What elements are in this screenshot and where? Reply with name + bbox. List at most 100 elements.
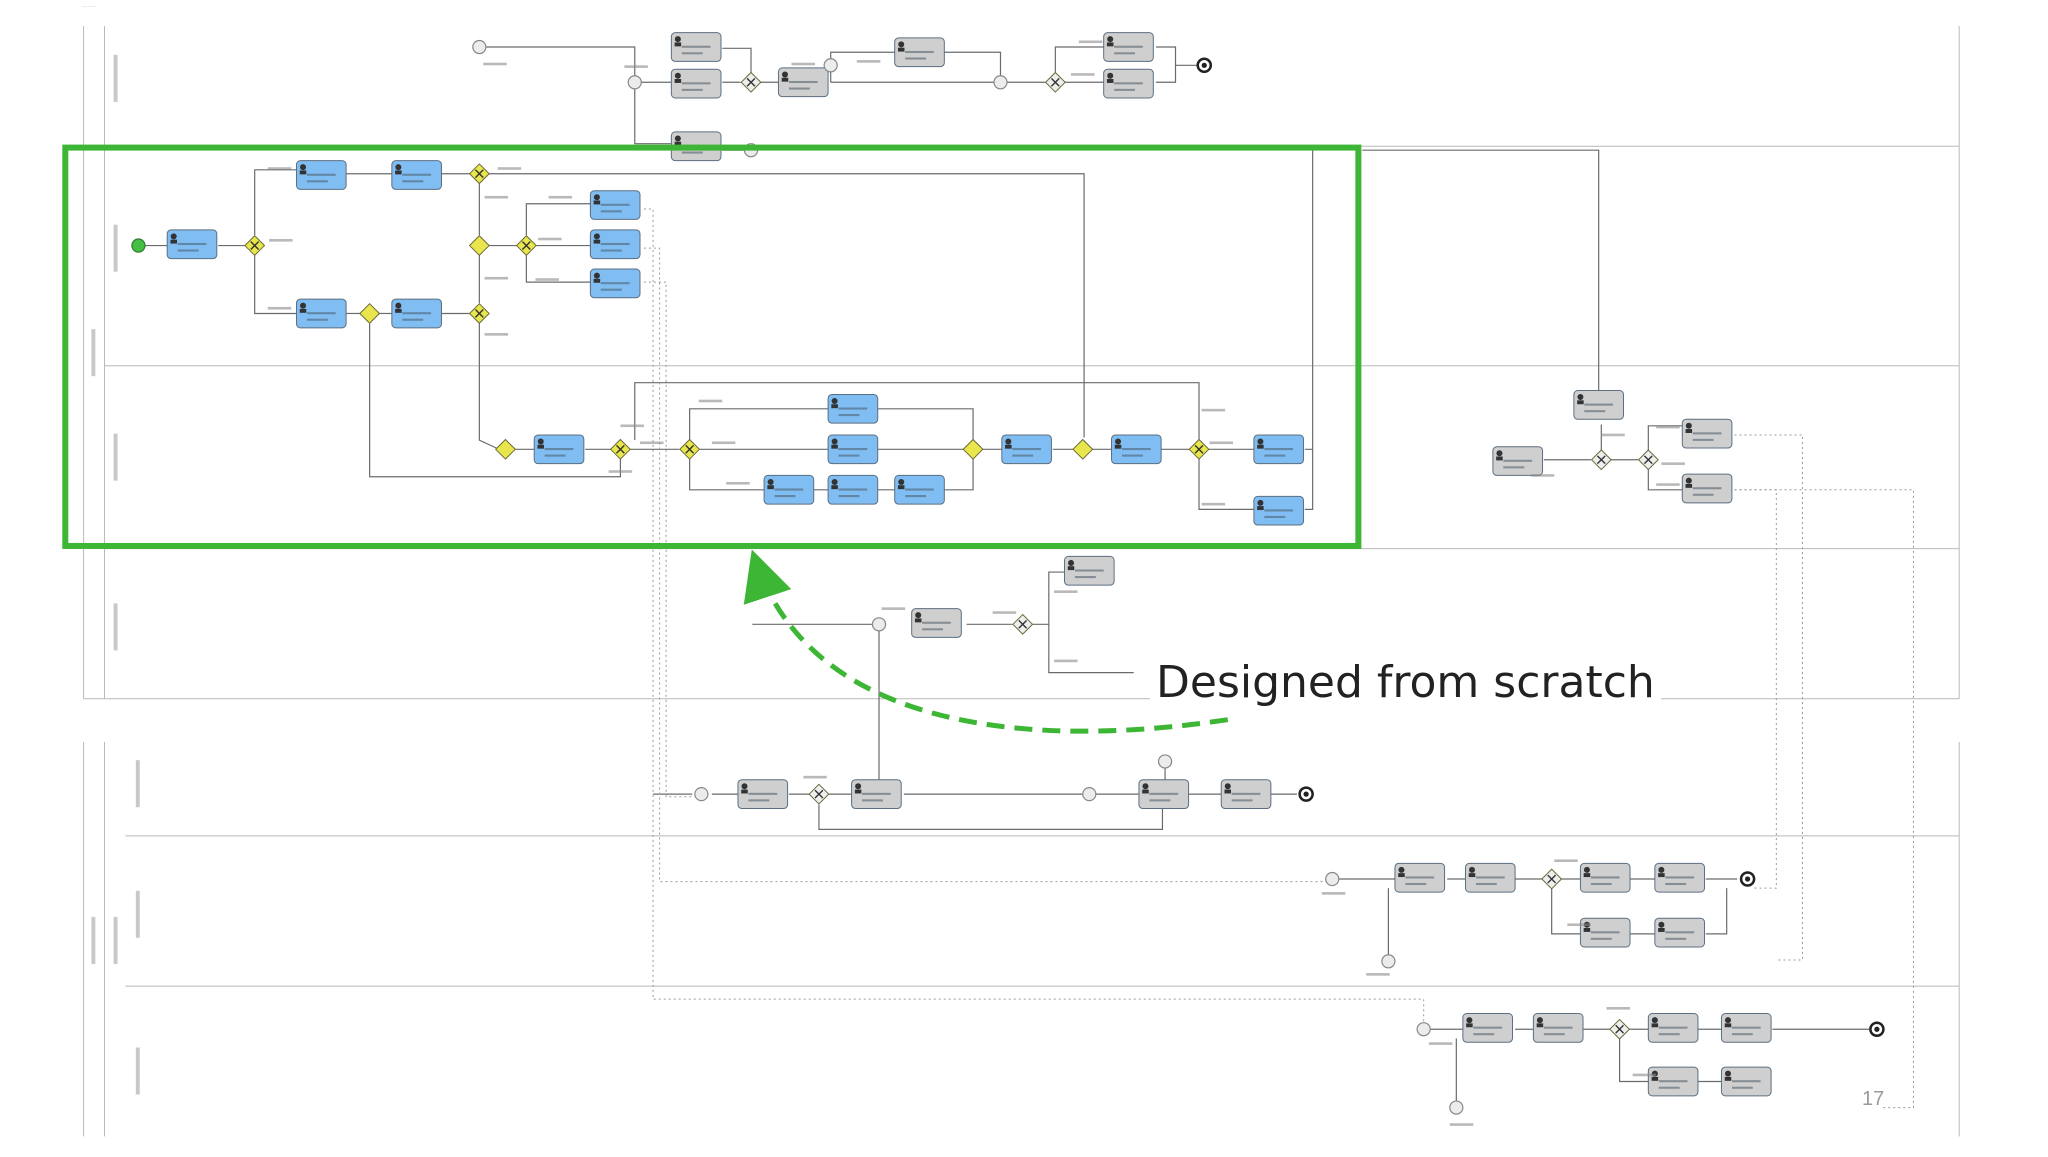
- exclusive-gateway: [1541, 868, 1563, 890]
- task-label-placeholder: [1503, 466, 1525, 469]
- user-task: [1253, 434, 1305, 465]
- flow-label-placeholder: [269, 239, 293, 242]
- task-label-placeholder: [838, 407, 868, 410]
- lane-label: [91, 916, 96, 964]
- highlight-box: [62, 144, 1362, 549]
- sequence-flow: [254, 254, 297, 315]
- user-task: [1579, 862, 1631, 893]
- user-icon: [831, 478, 838, 485]
- task-label-placeholder: [905, 50, 934, 54]
- exclusive-gateway: [808, 783, 830, 805]
- task-label-placeholder: [1114, 88, 1136, 91]
- gateway-x-mark: [814, 789, 824, 799]
- slide-corner-note: ·······: [82, 4, 96, 10]
- message-flow: [643, 247, 1333, 883]
- gateway-x-mark: [746, 77, 756, 87]
- user-icon: [1724, 1070, 1732, 1077]
- task-label-placeholder: [1665, 937, 1687, 940]
- end-event-core: [1744, 876, 1751, 882]
- sequence-flow: [689, 458, 765, 491]
- flow-label-placeholder: [1201, 408, 1226, 412]
- gateway-x-mark: [474, 309, 484, 318]
- task-label-placeholder: [1731, 1033, 1753, 1036]
- user-icon-body: [593, 278, 601, 283]
- user-icon: [1398, 866, 1405, 873]
- end-event-core: [1874, 1026, 1880, 1032]
- user-icon-body: [831, 485, 838, 490]
- user-task: [1681, 473, 1733, 504]
- task-label-placeholder: [1590, 876, 1620, 879]
- flow-label-placeholder: [1449, 1123, 1474, 1126]
- task-label-placeholder: [1731, 1086, 1753, 1089]
- user-icon: [593, 272, 600, 279]
- flow-label-placeholder: [803, 775, 827, 779]
- gateway-diamond: [962, 438, 984, 460]
- task-label-placeholder: [681, 45, 711, 48]
- user-task: [1220, 779, 1272, 809]
- user-icon-body: [1651, 1023, 1659, 1028]
- user-icon: [1536, 1017, 1543, 1024]
- task-label-placeholder: [838, 454, 860, 457]
- task-label-placeholder: [1231, 792, 1261, 795]
- user-task: [1462, 1013, 1513, 1043]
- lane-label: [91, 329, 96, 377]
- lane-label: [113, 433, 118, 481]
- user-icon: [1257, 499, 1264, 506]
- user-task: [1681, 418, 1733, 449]
- task-label-placeholder: [1264, 448, 1294, 451]
- end-event-core: [1201, 62, 1207, 68]
- task-label-placeholder: [1665, 876, 1695, 879]
- sequence-flow: [1618, 1038, 1649, 1083]
- task-label-placeholder: [681, 82, 711, 85]
- task-label-placeholder: [306, 173, 336, 176]
- user-task: [1654, 917, 1705, 948]
- exclusive-gateway: [468, 235, 490, 257]
- task-label-placeholder: [177, 242, 207, 246]
- user-icon-body: [299, 170, 307, 175]
- user-icon-body: [1496, 456, 1503, 461]
- task-label-placeholder: [600, 249, 622, 252]
- task-label-placeholder: [838, 414, 860, 417]
- lane-label: [135, 1047, 140, 1095]
- annotation-label: Designed from scratch: [1150, 655, 1661, 710]
- sequence-flow: [1647, 425, 1683, 451]
- user-task: [1103, 68, 1154, 99]
- user-task: [1394, 862, 1446, 893]
- user-icon: [767, 478, 774, 485]
- user-task: [1464, 862, 1516, 893]
- user-icon-body: [1257, 506, 1264, 511]
- user-icon-body: [1577, 400, 1584, 405]
- user-task: [894, 474, 945, 505]
- user-task: [763, 474, 815, 505]
- task-label-placeholder: [1584, 403, 1614, 406]
- gateway-diamond: [1072, 438, 1094, 460]
- flow-label-placeholder: [1428, 1042, 1453, 1045]
- sequence-flow: [1304, 146, 1314, 450]
- gateway-x-mark: [1596, 455, 1606, 465]
- intermediate-event: [823, 58, 838, 73]
- task-label-placeholder: [1543, 1026, 1573, 1029]
- user-icon-body: [914, 618, 922, 623]
- user-task: [1720, 1066, 1772, 1097]
- user-task: [911, 608, 962, 638]
- user-task: [737, 779, 789, 809]
- user-icon: [855, 783, 862, 790]
- user-icon: [300, 164, 307, 171]
- user-icon: [1068, 559, 1075, 566]
- intermediate-event: [1157, 754, 1173, 769]
- user-icon: [537, 438, 544, 445]
- user-icon: [1107, 72, 1114, 79]
- task-label-placeholder: [788, 87, 810, 90]
- gateway-x-mark: [1050, 77, 1060, 87]
- user-icon: [1583, 866, 1590, 873]
- task-label-placeholder: [1405, 876, 1435, 879]
- task-label-placeholder: [402, 180, 424, 183]
- flow-label-placeholder: [535, 278, 560, 281]
- lane-label: [113, 54, 118, 102]
- sequence-flow: [634, 82, 672, 145]
- sequence-flow: [1551, 888, 1581, 935]
- flow-label-placeholder: [1054, 659, 1078, 663]
- sequence-flow: [1198, 458, 1254, 510]
- user-icon-body: [674, 79, 682, 83]
- flow-label-placeholder: [267, 306, 292, 310]
